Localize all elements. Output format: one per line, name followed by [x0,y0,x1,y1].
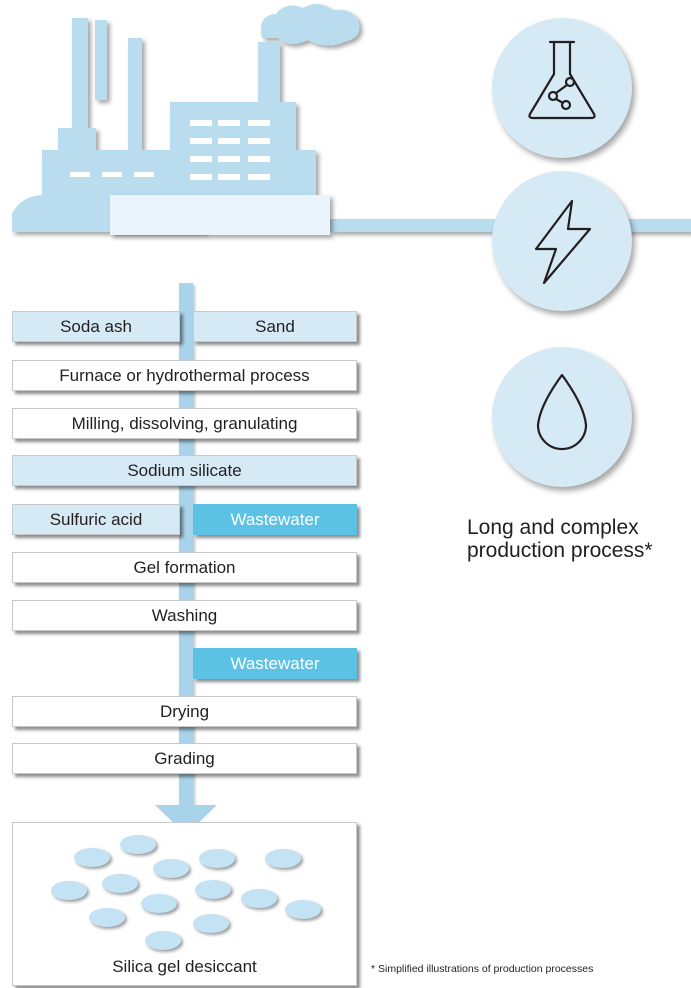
step-label: Grading [154,748,215,768]
silica-gel-pellet [89,908,125,927]
silica-gel-pellet [153,859,189,878]
step-label: Gel formation [133,557,236,577]
energy-circle [492,171,632,311]
flow-arrow-icon [155,805,217,835]
step-label: Wastewater [230,509,320,529]
silica-gel-pellet [102,874,138,893]
step-milling: Milling, dissolving, granulating [12,408,357,439]
step-furnace: Furnace or hydrothermal process [12,360,357,391]
step-gel-formation: Gel formation [12,552,357,583]
silica-gel-pellet [74,848,110,867]
silica-gel-pellet [193,914,229,933]
result-label: Silica gel desiccant [112,957,257,976]
result-box: Silica gel desiccant [12,822,357,986]
silica-gel-pellet [195,880,231,899]
silica-gel-pellet [141,894,177,913]
silica-gel-pellet [285,900,321,919]
step-label: Drying [159,701,210,721]
water-drop-icon [536,373,588,451]
step-grading: Grading [12,743,357,774]
silica-gel-pellet [120,835,156,854]
step-drying: Drying [12,696,357,727]
silica-gel-pellet [265,849,301,868]
chemicals-circle [492,18,632,158]
step-label: Milling, dissolving, granulating [71,413,298,433]
footnote: * Simplified illustrations of production… [371,963,594,975]
step-label: Washing [151,605,218,625]
step-label: Sodium silicate [127,460,242,480]
silica-gel-pellet [199,849,235,868]
step-washing: Washing [12,600,357,631]
step-sand: Sand [193,311,357,342]
lightning-bolt-icon [534,199,592,285]
silica-gel-pellet [145,931,181,950]
step-label: Sand [255,316,295,336]
silica-gel-pellet [241,889,277,908]
silica-gel-pellet [51,881,87,900]
step-label: Soda ash [60,316,132,336]
side-description: Long and complex production process* [467,516,653,562]
step-sulfuric-acid: Sulfuric acid [12,504,180,535]
step-wastewater: Wastewater [193,648,357,679]
water-circle [492,347,632,487]
factory-illustration [12,3,691,235]
step-label: Furnace or hydrothermal process [59,365,310,385]
step-soda-ash: Soda ash [12,311,180,342]
step-label: Wastewater [230,653,320,673]
step-sodium-silicate: Sodium silicate [12,455,357,486]
flask-molecule-icon [528,40,596,120]
step-wastewater: Wastewater [193,504,357,535]
step-label: Sulfuric acid [49,509,143,529]
